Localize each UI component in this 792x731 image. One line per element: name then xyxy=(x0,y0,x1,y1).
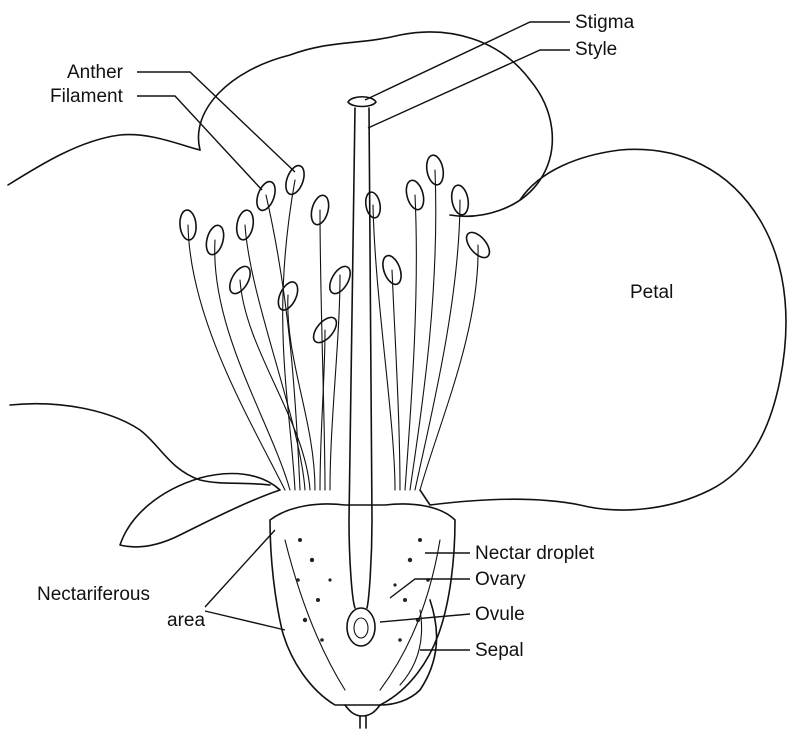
label-stigma: Stigma xyxy=(575,12,635,33)
leader-anther xyxy=(137,72,295,172)
ovule xyxy=(347,608,375,646)
label-ovule: Ovule xyxy=(475,604,525,625)
label-nectar-droplet: Nectar droplet xyxy=(475,543,595,564)
floral-cup xyxy=(270,504,455,705)
sepal-right xyxy=(380,600,437,705)
stigma xyxy=(348,97,376,107)
label-filament: Filament xyxy=(50,86,124,107)
style xyxy=(349,108,372,608)
label-nectariferous: Nectariferous xyxy=(37,584,150,605)
label-ovary: Ovary xyxy=(475,569,526,590)
label-nectariferous-area: area xyxy=(167,610,205,631)
nectar-speckles xyxy=(296,538,430,642)
leader-ovule xyxy=(380,614,470,622)
leader-style xyxy=(368,50,570,128)
label-style: Style xyxy=(575,39,617,60)
label-sepal: Sepal xyxy=(475,640,524,661)
stamens xyxy=(188,170,478,490)
leader-stigma xyxy=(365,22,570,100)
label-petal: Petal xyxy=(630,282,673,303)
petal-right xyxy=(420,149,786,510)
anthers xyxy=(179,154,494,347)
receptacle xyxy=(345,705,380,716)
label-anther: Anther xyxy=(67,62,124,83)
petal-left-upper xyxy=(8,135,200,185)
leader-ovary xyxy=(390,579,470,598)
